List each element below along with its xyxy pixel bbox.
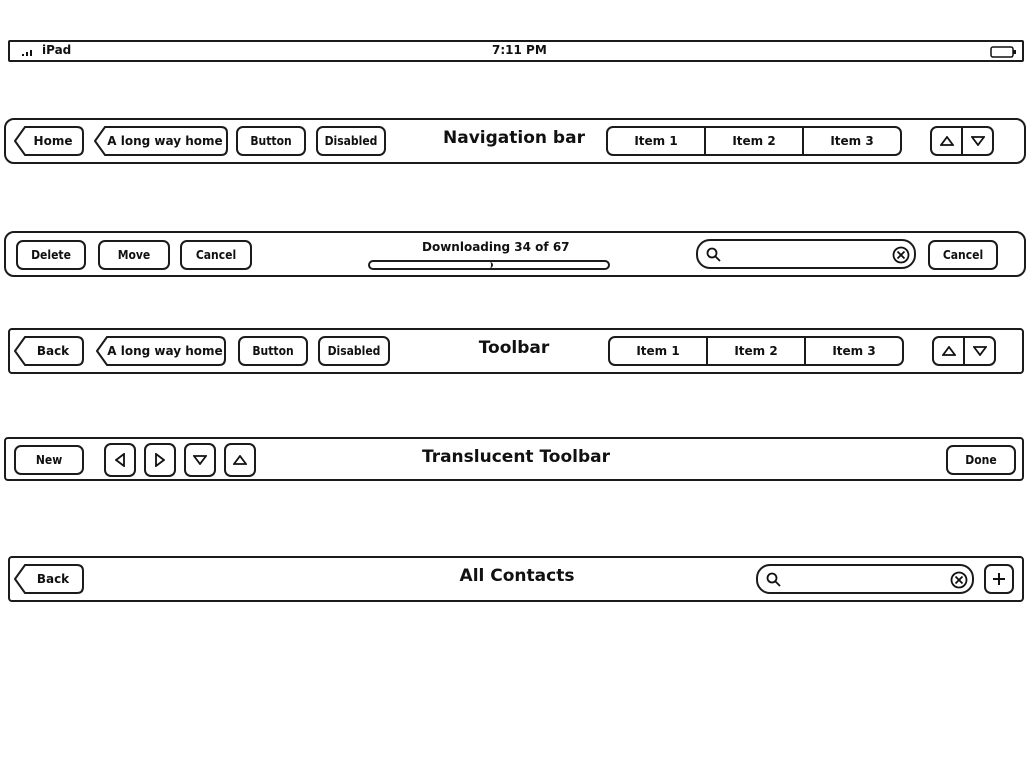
down-arrow-icon bbox=[193, 455, 207, 465]
search-icon bbox=[706, 247, 721, 262]
toolbar: Back A long way home Button Disabled Too… bbox=[8, 328, 1024, 374]
plus-icon bbox=[993, 573, 1005, 585]
down-arrow-icon[interactable] bbox=[963, 338, 994, 364]
add-contact-button[interactable] bbox=[984, 564, 1014, 594]
device-name: iPad bbox=[42, 43, 72, 57]
clear-search-icon[interactable] bbox=[950, 571, 968, 589]
long-way-home-label: A long way home bbox=[107, 134, 223, 148]
back-arrow-shape bbox=[14, 336, 84, 366]
next-button[interactable] bbox=[144, 443, 176, 477]
back-arrow-shape bbox=[96, 336, 226, 366]
toolbar-title: Toolbar bbox=[478, 338, 550, 358]
previous-button[interactable] bbox=[104, 443, 136, 477]
up-arrow-icon bbox=[233, 455, 247, 465]
back-button[interactable]: Back bbox=[14, 336, 84, 366]
down-button[interactable] bbox=[184, 443, 216, 477]
segment-item-2[interactable]: Item 2 bbox=[706, 338, 804, 364]
left-arrow-icon bbox=[115, 453, 125, 467]
toolbar-button[interactable]: Button bbox=[238, 336, 308, 366]
contacts-title: All Contacts bbox=[459, 566, 575, 586]
segment-item-3[interactable]: Item 3 bbox=[804, 338, 902, 364]
down-arrow-icon[interactable] bbox=[961, 128, 992, 154]
long-way-home-button[interactable]: A long way home bbox=[96, 336, 226, 366]
segment-item-3[interactable]: Item 3 bbox=[802, 128, 900, 154]
new-button[interactable]: New bbox=[14, 445, 84, 475]
contacts-bar: Back All Contacts bbox=[8, 556, 1024, 602]
segmented-control: Item 1 Item 2 Item 3 bbox=[606, 126, 902, 156]
signal-icon bbox=[22, 50, 32, 56]
move-button[interactable]: Move bbox=[98, 240, 170, 270]
right-arrow-icon bbox=[155, 453, 165, 467]
segmented-control: Item 1 Item 2 Item 3 bbox=[608, 336, 904, 366]
segment-item-1[interactable]: Item 1 bbox=[636, 344, 680, 358]
disabled-button[interactable]: Disabled bbox=[316, 126, 386, 156]
download-status: Downloading 34 of 67 bbox=[422, 240, 570, 254]
search-icon bbox=[766, 572, 781, 587]
segment-item-1[interactable]: Item 1 bbox=[634, 134, 678, 148]
search-field[interactable] bbox=[696, 239, 916, 269]
back-arrow-shape bbox=[14, 126, 84, 156]
back-button[interactable]: Back bbox=[14, 564, 84, 594]
clear-search-icon[interactable] bbox=[892, 246, 910, 264]
navigation-bar-title: Navigation bar bbox=[443, 128, 585, 148]
up-button[interactable] bbox=[224, 443, 256, 477]
contacts-search-field[interactable] bbox=[756, 564, 974, 594]
up-down-control bbox=[932, 336, 996, 366]
navigation-bar: Home A long way home Button Disabled Nav… bbox=[4, 118, 1026, 164]
up-arrow-icon[interactable] bbox=[934, 338, 963, 364]
long-way-home-label: A long way home bbox=[107, 344, 223, 358]
delete-button[interactable]: Delete bbox=[16, 240, 86, 270]
up-arrow-icon[interactable] bbox=[932, 128, 961, 154]
battery-icon bbox=[990, 46, 1016, 58]
back-label: Back bbox=[36, 572, 70, 586]
clock-time: 7:11 PM bbox=[492, 43, 547, 57]
disabled-button[interactable]: Disabled bbox=[318, 336, 390, 366]
cancel-button[interactable]: Cancel bbox=[180, 240, 252, 270]
back-arrow-shape bbox=[94, 126, 228, 156]
status-bar: iPad 7:11 PM bbox=[8, 40, 1024, 62]
home-back-label: Home bbox=[33, 134, 73, 148]
back-arrow-shape bbox=[14, 564, 84, 594]
nav-button[interactable]: Button bbox=[236, 126, 306, 156]
translucent-toolbar: New Translucent Toolbar Done bbox=[4, 437, 1024, 481]
back-label: Back bbox=[36, 344, 70, 358]
search-cancel-button[interactable]: Cancel bbox=[928, 240, 998, 270]
download-progress-fill bbox=[370, 262, 493, 268]
download-toolbar: Delete Move Cancel Downloading 34 of 67 … bbox=[4, 231, 1026, 277]
done-button[interactable]: Done bbox=[946, 445, 1016, 475]
long-way-home-button[interactable]: A long way home bbox=[94, 126, 228, 156]
download-progress-bar bbox=[368, 260, 610, 270]
translucent-toolbar-title: Translucent Toolbar bbox=[421, 447, 611, 467]
home-back-button[interactable]: Home bbox=[14, 126, 84, 156]
segment-item-2[interactable]: Item 2 bbox=[704, 128, 802, 154]
up-down-control bbox=[930, 126, 994, 156]
